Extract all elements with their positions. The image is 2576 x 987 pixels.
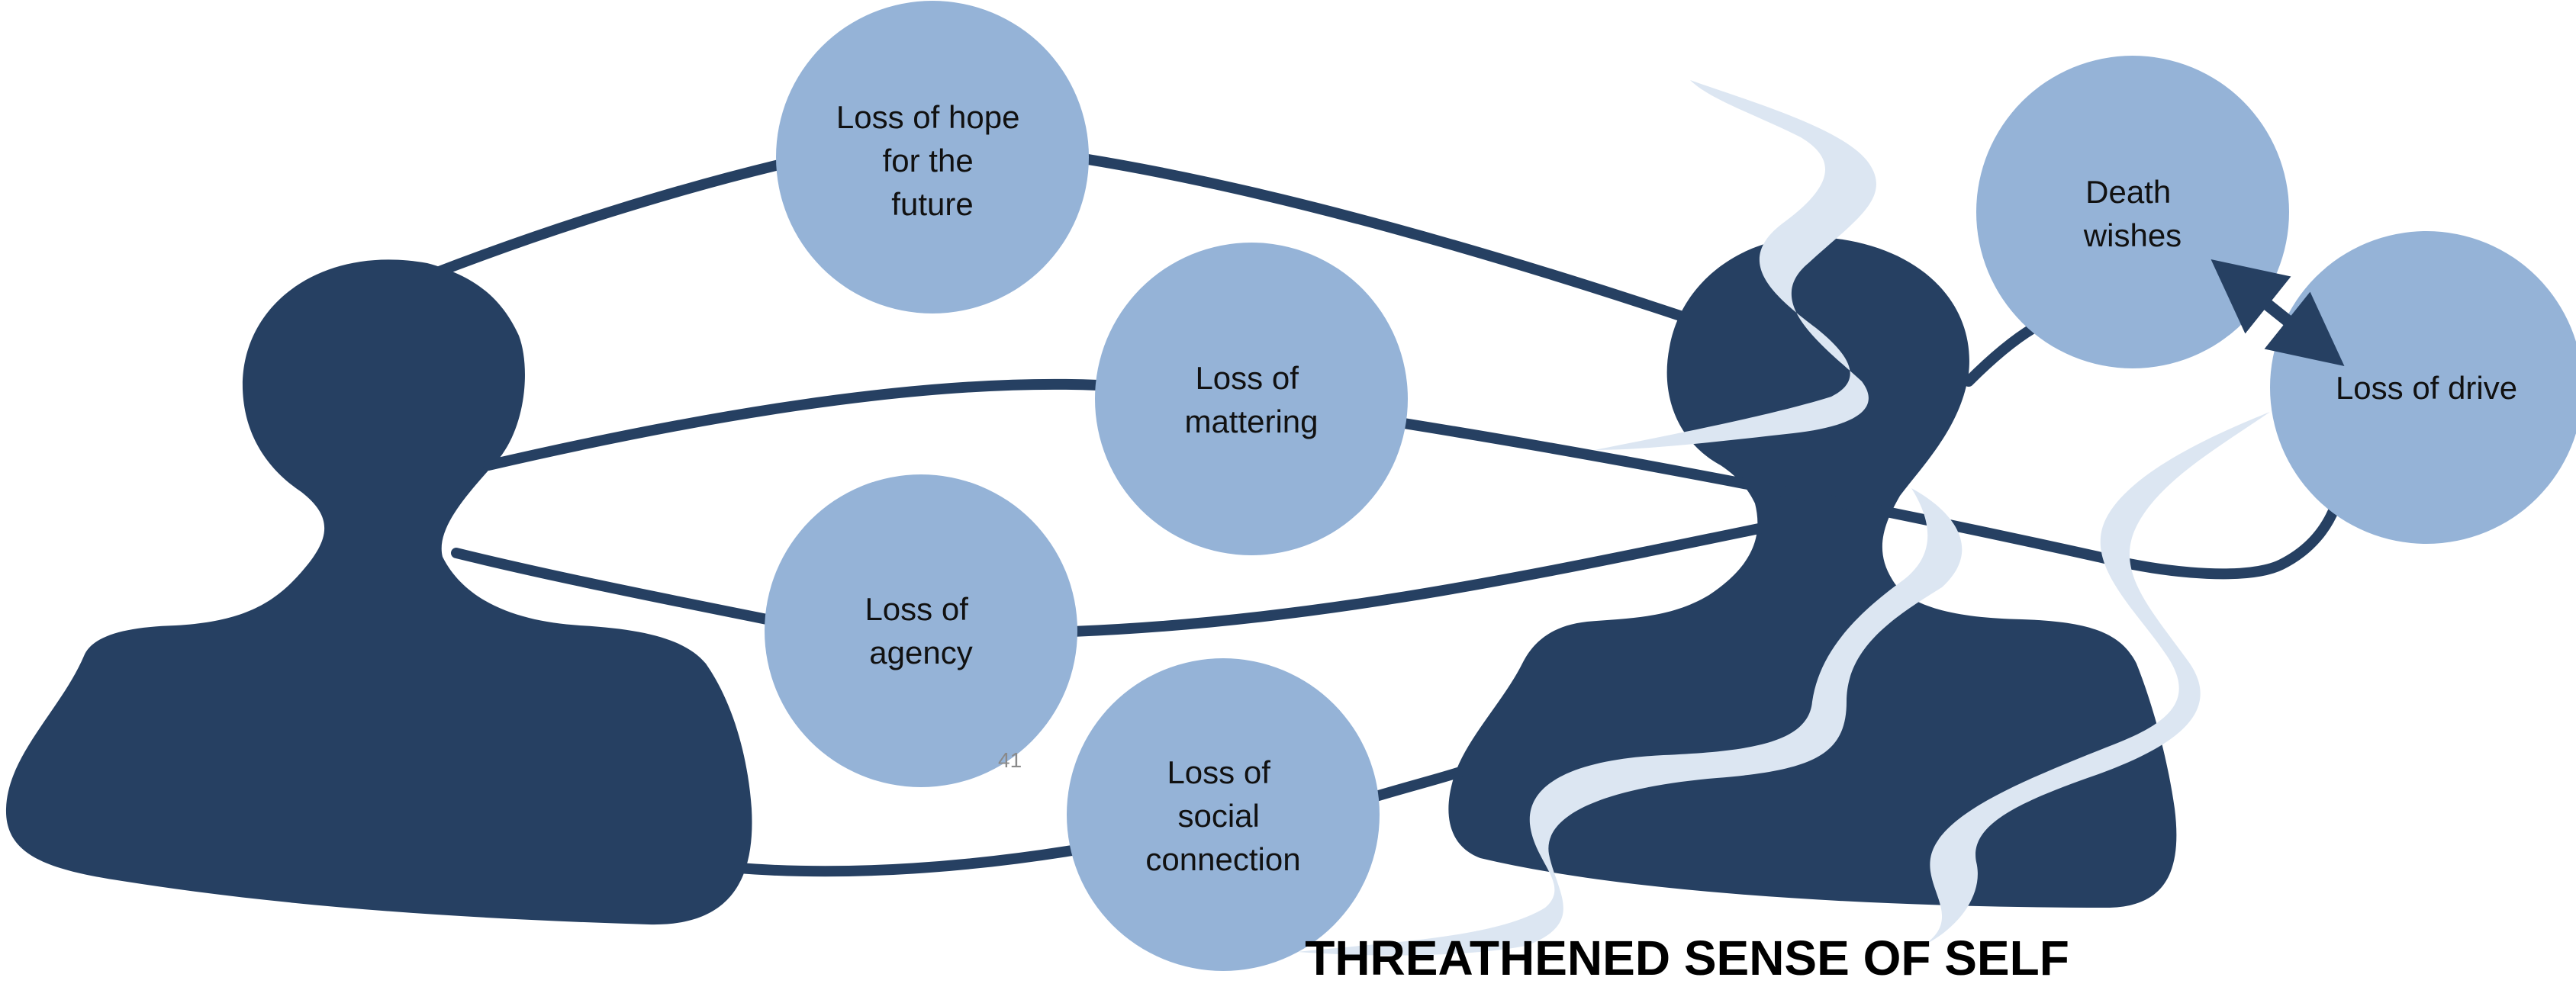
smoke-wisp-top [1595,80,1876,450]
node-label-line: Loss of [1195,360,1299,396]
node-circle [1976,56,2289,368]
node-label-line: Loss of [1167,754,1270,790]
node-label-line: connection [1145,841,1300,877]
node-label-line: social [1177,798,1259,834]
line-agency-to-right [1067,521,1776,637]
node-label-line: wishes [2083,217,2182,253]
left-person-head [5,259,752,925]
node-loss-of-mattering: Loss of mattering [1095,243,1408,555]
node-circle [776,1,1089,313]
node-label-line: mattering [1184,403,1318,439]
node-circle [1095,243,1408,555]
right-person-body [1448,236,2177,908]
line-left-to-mattering [483,378,1104,471]
line-hope-to-right [1078,153,1688,322]
node-death-wishes: Death wishes [1976,56,2289,368]
left-person-icon [5,259,752,925]
node-circle [1067,658,1380,971]
line-left-to-social [733,845,1077,877]
node-label-line: Loss of drive [2336,370,2517,406]
svg-text:Loss of drive: Loss of drive [2336,370,2517,406]
line-left-to-agency [451,548,772,625]
smoke-wisp-icon [1297,80,2270,956]
svg-text:Loss of agency: Loss of agency [865,591,977,670]
diagram-title: THREATHENED SENSE OF SELF [1305,931,2069,985]
smoke-wisp-middle [1297,488,1963,956]
node-circle [2270,231,2576,544]
line-social-to-right [1368,765,1470,802]
node-loss-of-agency: Loss of agency [765,474,1077,787]
svg-text:Loss of hope for the: Loss of hope for the future [836,99,1029,222]
line-right-to-death [1963,323,2039,387]
node-loss-of-drive: Loss of drive [2270,231,2576,544]
node-loss-of-social-connection: Loss of social connection [1067,658,1380,971]
node-circle [765,474,1077,787]
node-label-line: for the [883,143,974,178]
node-label-line: agency [869,635,972,670]
line-mattering-to-drive [1399,418,2340,580]
double-arrow-icon [2211,259,2345,366]
node-label-line: Death [2085,174,2171,210]
footnote-number: 41 [998,748,1022,772]
line-left-to-hope [426,159,787,280]
node-label-line: Loss of [865,591,968,627]
connection-lines [426,153,2340,877]
right-person-icon [1448,236,2177,908]
svg-text:Loss of mattering: Loss of mattering [1184,360,1318,439]
node-label-line: Loss of hope [836,99,1020,135]
node-label-line: future [891,186,973,222]
node-loss-of-hope: Loss of hope for the future [776,1,1089,313]
svg-text:Death wishes: Death wishes [2083,174,2182,253]
svg-text:Loss of social con: Loss of social connection [1145,754,1300,877]
smoke-wisp-right [1923,412,2270,946]
